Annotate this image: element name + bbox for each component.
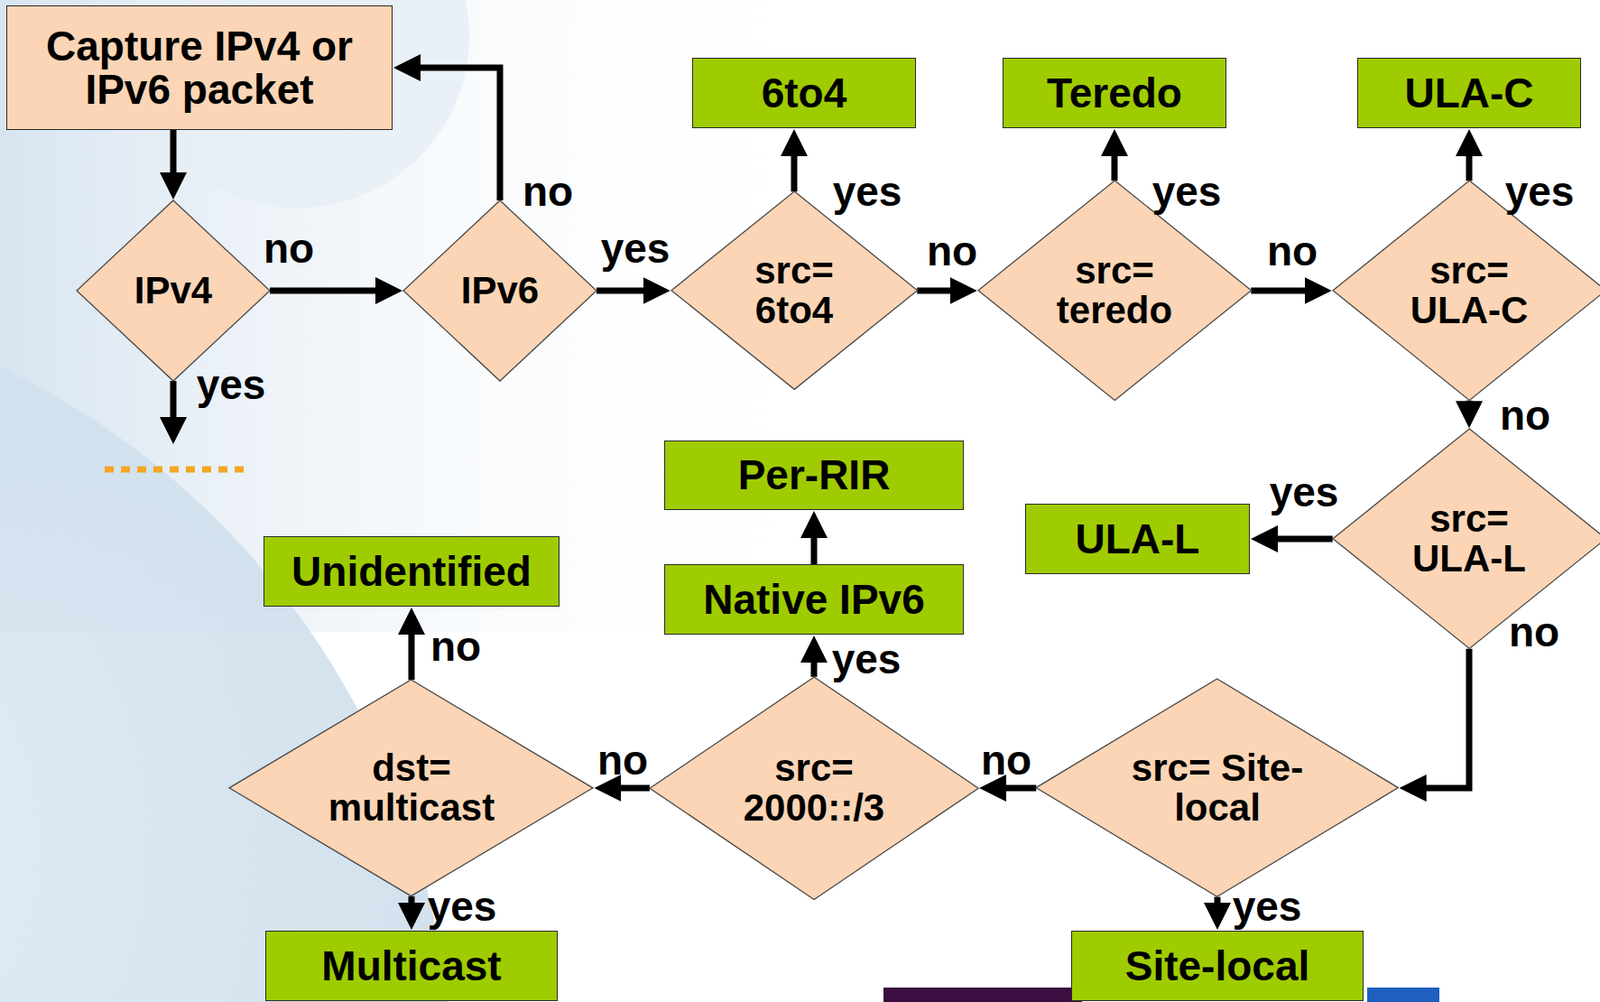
decision-diamond: IPv4 bbox=[76, 200, 270, 381]
node-text: IPv6 bbox=[461, 270, 539, 311]
result-box: Per-RIR bbox=[664, 440, 964, 510]
flow-arrow bbox=[1276, 535, 1333, 542]
globe-shape bbox=[0, 288, 452, 1002]
node-text: Native IPv6 bbox=[702, 577, 925, 621]
diamond-shape bbox=[229, 679, 593, 897]
branch-label: yes bbox=[1232, 885, 1303, 927]
branch-label: yes bbox=[427, 885, 498, 927]
node-text: Teredo bbox=[1046, 71, 1183, 115]
node-text: 6to4 bbox=[761, 71, 848, 115]
process-box: Capture IPv4 or IPv6 packet bbox=[6, 5, 393, 130]
node-text: ULA-L bbox=[1075, 517, 1201, 561]
flow-arrow bbox=[1005, 784, 1036, 791]
branch-label: yes bbox=[832, 638, 902, 680]
diamond-shape bbox=[1035, 678, 1398, 897]
diamond-shape bbox=[671, 191, 918, 389]
footer-logo bbox=[1367, 987, 1440, 1002]
decision-diamond: dst= multicast bbox=[229, 679, 593, 897]
flow-arrow bbox=[916, 286, 951, 294]
node-text: Per-RIR bbox=[738, 453, 891, 497]
continuation-dots bbox=[104, 466, 246, 473]
decision-diamond: src= Site-local bbox=[1035, 678, 1398, 897]
flow-arrow bbox=[790, 155, 797, 192]
diamond-shape bbox=[403, 200, 597, 381]
branch-label: no bbox=[926, 230, 978, 272]
decision-diamond: src= ULA-C bbox=[1332, 180, 1600, 400]
diamond-shape bbox=[649, 676, 979, 899]
node-text: Unidentified bbox=[291, 549, 532, 593]
exit-arrow-line bbox=[170, 380, 177, 419]
diamond-shape bbox=[1332, 428, 1600, 648]
diamond-shape bbox=[978, 180, 1252, 400]
flow-arrow bbox=[810, 661, 817, 677]
node-text: Site-local bbox=[1125, 943, 1311, 988]
node-text: ULA-C bbox=[1404, 71, 1534, 115]
flow-arrow bbox=[407, 896, 415, 904]
node-text: src= 2000::/3 bbox=[714, 748, 914, 828]
footer-strip bbox=[883, 987, 1083, 1002]
branch-label: yes bbox=[1269, 471, 1340, 513]
flow-arrow bbox=[596, 286, 645, 294]
branch-label: no bbox=[430, 625, 481, 667]
result-box: Unidentified bbox=[263, 536, 560, 607]
flow-arrow bbox=[1465, 155, 1472, 181]
branch-label: no bbox=[1499, 394, 1551, 436]
flow-arrow bbox=[1213, 897, 1221, 904]
node-text: Multicast bbox=[321, 943, 501, 988]
decision-diamond: src= ULA-L bbox=[1332, 428, 1600, 648]
flow-arrow bbox=[811, 536, 818, 565]
decision-diamond: IPv6 bbox=[403, 200, 597, 381]
flow-arrow bbox=[170, 129, 177, 174]
node-text: src= ULA-L bbox=[1387, 499, 1551, 579]
node-text: IPv4 bbox=[134, 270, 213, 311]
branch-label: no bbox=[980, 739, 1032, 781]
decision-diamond: src= teredo bbox=[978, 180, 1252, 400]
branch-label: yes bbox=[601, 227, 671, 269]
result-box: Native IPv6 bbox=[664, 564, 964, 635]
node-text: Capture IPv4 or IPv6 packet bbox=[18, 24, 380, 112]
result-box: Site-local bbox=[1071, 930, 1364, 1001]
branch-label: yes bbox=[1152, 170, 1222, 213]
exit-arrow-head bbox=[159, 416, 187, 444]
branch-label: yes bbox=[832, 170, 903, 213]
branch-label: no bbox=[1508, 610, 1560, 653]
branch-label: yes bbox=[1505, 170, 1575, 213]
branch-label: yes bbox=[196, 363, 267, 406]
node-text: src= teredo bbox=[1033, 250, 1196, 331]
result-box: ULA-C bbox=[1357, 57, 1582, 129]
branch-label: no bbox=[522, 170, 574, 213]
decision-diamond: src= 6to4 bbox=[671, 191, 918, 389]
flow-arrow bbox=[419, 67, 500, 201]
diamond-shape bbox=[1332, 180, 1600, 400]
branch-label: no bbox=[1267, 230, 1318, 272]
flow-arrow bbox=[269, 287, 377, 295]
result-box: ULA-L bbox=[1025, 503, 1250, 574]
node-text: dst= multicast bbox=[303, 748, 520, 828]
node-text: src= ULA-C bbox=[1387, 250, 1551, 331]
branch-label: no bbox=[597, 739, 648, 781]
branch-label: no bbox=[263, 227, 315, 269]
result-box: 6to4 bbox=[692, 57, 916, 129]
result-box: Multicast bbox=[265, 930, 558, 1001]
flow-arrow bbox=[1250, 286, 1305, 294]
flow-arrow bbox=[1110, 155, 1118, 181]
flow-arrow bbox=[407, 633, 415, 680]
diamond-shape bbox=[76, 200, 270, 381]
node-text: src= Site-local bbox=[1109, 748, 1326, 828]
flow-arrow bbox=[1425, 648, 1470, 788]
decision-diamond: src= 2000::/3 bbox=[649, 676, 979, 899]
node-text: src= 6to4 bbox=[726, 250, 862, 331]
flow-arrow bbox=[619, 784, 649, 791]
result-box: Teredo bbox=[1002, 57, 1227, 129]
